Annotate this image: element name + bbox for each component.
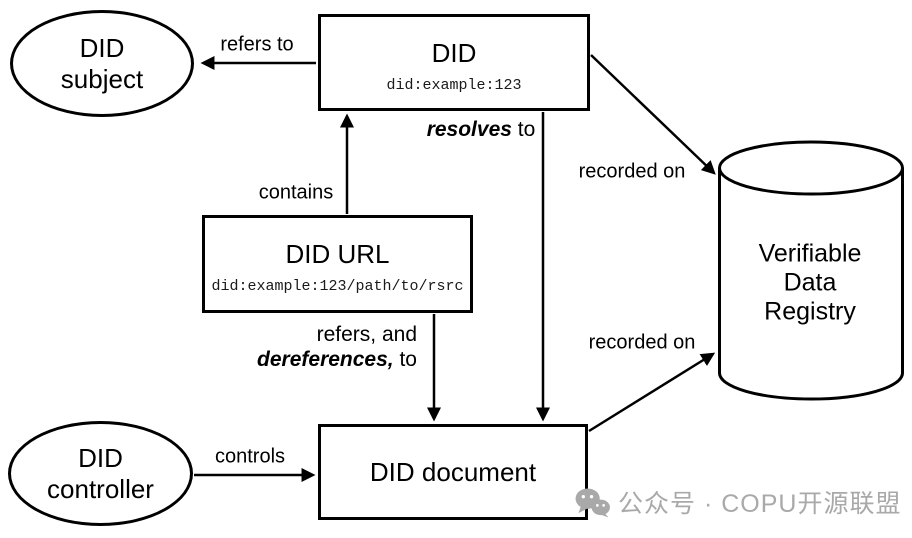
did-document-node-title: DID document	[369, 457, 537, 487]
dereferences-word: dereferences,	[257, 348, 394, 371]
contains-label: contains	[258, 181, 334, 204]
did-node: DID did:example:123	[318, 14, 590, 111]
watermark-text: 公众号 · COPU开源联盟	[618, 490, 902, 518]
watermark: 公众号 · COPU开源联盟	[575, 484, 901, 520]
recorded-on-bottom-label: recorded on	[588, 331, 696, 354]
did-node-code: did:example:123	[386, 76, 522, 94]
refers-to-label: refers to	[220, 33, 294, 56]
wechat-icon	[575, 487, 610, 518]
did-recorded-on-arrow	[590, 54, 716, 175]
did-node-title: DID	[431, 37, 477, 68]
resolves-rest: to	[511, 118, 536, 141]
did-subject-label-line2: subject	[60, 63, 144, 94]
dereferences-rest: to	[393, 348, 417, 371]
registry-label: Verifiable Data Registry	[759, 240, 862, 327]
registry-cylinder-top	[718, 140, 904, 196]
registry-label-line3: Registry	[764, 297, 856, 326]
registry-cylinder-body	[718, 168, 904, 401]
did-url-node: DID URL did:example:123/path/to/rsrc	[202, 215, 473, 313]
did-url-node-title: DID URL	[285, 239, 390, 269]
did-subject-node: DID subject	[10, 10, 194, 117]
document-recorded-on-arrow	[588, 352, 716, 433]
did-controller-label-line2: controller	[47, 473, 154, 504]
did-url-node-code: did:example:123/path/to/rsrc	[211, 278, 464, 295]
refers-and-line1: refers, and	[316, 323, 417, 346]
did-controller-node: DID controller	[8, 421, 193, 526]
recorded-on-top-label: recorded on	[578, 160, 686, 183]
registry-label-line2: Data	[783, 268, 837, 297]
resolves-to-label: resolves to	[427, 118, 536, 142]
registry-label-line1: Verifiable	[758, 239, 862, 268]
registry-cylinder	[718, 140, 904, 401]
resolves-word: resolves	[426, 118, 512, 141]
did-controller-label-line1: DID	[78, 442, 123, 473]
did-document-node: DID document	[318, 424, 588, 520]
did-subject-label-line1: DID	[79, 32, 125, 63]
controls-label: controls	[214, 445, 286, 468]
refers-and-line2: dereferences, to	[257, 347, 417, 372]
refers-and-dereferences-label: refers, and dereferences, to	[257, 322, 417, 372]
